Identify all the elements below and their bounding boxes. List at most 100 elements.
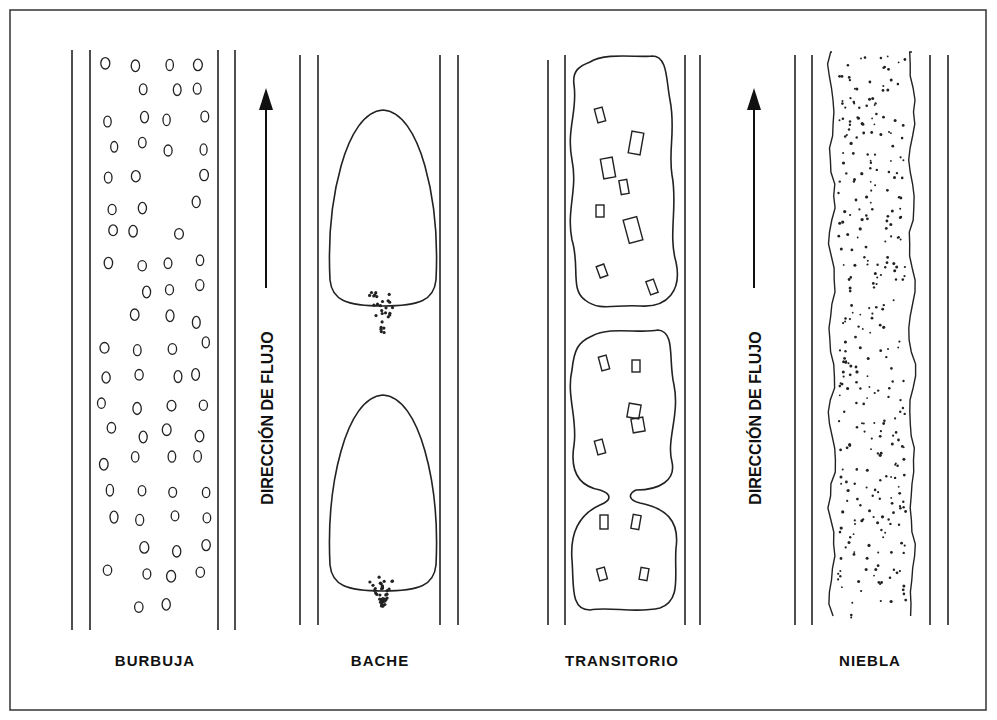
mist-droplet [862,132,865,135]
small-bubble [376,303,379,306]
mist-droplet [880,600,882,602]
mist-droplet [839,575,841,577]
small-bubble [380,604,383,607]
mist-droplet [890,551,893,554]
mist-droplet [849,318,851,320]
gas-bubble [192,316,200,328]
gas-bubble [138,261,146,271]
mist-droplet [870,190,872,192]
mist-droplet [841,221,844,224]
mist-droplet [873,286,875,288]
mist-droplet [888,131,890,133]
mist-droplet [882,67,885,70]
mist-droplet [887,396,889,398]
mist-droplet [848,362,850,364]
mist-droplet [885,475,887,477]
mist-droplet [886,89,889,92]
small-bubble [388,301,391,304]
mist-droplet [840,475,843,478]
mist-droplet [860,519,863,522]
small-bubble [372,304,375,307]
mist-droplet [859,504,861,506]
small-bubble [383,599,386,602]
mist-droplet [842,360,845,363]
mist-droplet [876,264,878,266]
mist-droplet [876,521,879,524]
gas-bubble [192,369,200,381]
mist-droplet [880,430,882,432]
mist-droplet [902,278,905,281]
small-bubble [378,593,381,596]
mist-droplet [904,510,907,513]
mist-droplet [876,283,878,285]
mist-droplet [862,328,864,330]
small-bubble [378,598,381,601]
mist-droplet [871,97,874,100]
mist-droplet [848,444,851,447]
mist-droplet [879,583,881,585]
mist-droplet [900,156,902,158]
mist-droplet [872,282,875,285]
gas-bubble [103,565,111,575]
gas-bubble [166,310,174,322]
mist-droplet [839,531,842,534]
mist-droplet [874,489,877,492]
gas-bubble [111,142,118,153]
taylor-bubbles [329,110,436,591]
mist-droplet [904,413,906,415]
mist-droplet [902,159,904,161]
mist-droplet [895,463,897,465]
mist-droplet [893,569,895,571]
mist-droplet [846,387,849,390]
mist-droplet [890,476,892,478]
gas-bubble [164,145,172,156]
mist-droplet [884,241,886,243]
small-bubble [386,589,389,592]
mist-droplet [837,192,839,194]
mist-droplet [896,172,898,174]
mist-droplet [839,385,842,388]
small-bubble [378,576,381,579]
mist-droplet [882,116,885,119]
small-bubble [368,580,371,583]
mist-droplet [893,299,895,301]
mist-droplet [880,57,883,60]
mist-droplet [842,469,844,471]
mist-droplet [899,399,901,401]
gas-bubble [109,225,118,236]
mist-droplet [892,435,894,437]
mist-droplet [841,586,843,588]
mist-droplet [894,417,896,419]
mist-droplet [882,89,885,92]
mist-droplet [904,545,906,547]
mist-droplet [864,431,866,433]
mist-droplet [885,356,887,358]
mist-droplet [899,570,901,572]
gas-bubble [143,569,151,579]
mist-droplet [883,420,886,423]
mist-droplet [843,210,846,213]
mist-droplet [867,260,869,262]
gas-bubble [167,400,176,411]
mist-droplet [886,256,889,259]
mist-droplet [865,214,868,217]
mist-droplet [839,119,841,121]
mist-droplet [840,382,842,384]
mist-droplet [860,172,863,175]
mist-droplet [877,389,879,391]
mist-droplet [902,458,905,461]
mist-droplet [871,317,874,320]
mist-droplet [866,263,868,265]
regime-caption: NIEBLA [839,652,901,669]
mist-droplet [870,181,872,183]
mist-droplet [853,533,855,535]
gas-bubble [169,487,177,497]
mist-droplet [889,223,892,226]
gas-bubble [202,337,209,348]
small-bubble [374,587,377,590]
small-bubble [380,582,383,585]
mist-droplet [852,312,854,314]
mist-droplet [842,152,844,154]
mist-droplet [892,380,894,382]
